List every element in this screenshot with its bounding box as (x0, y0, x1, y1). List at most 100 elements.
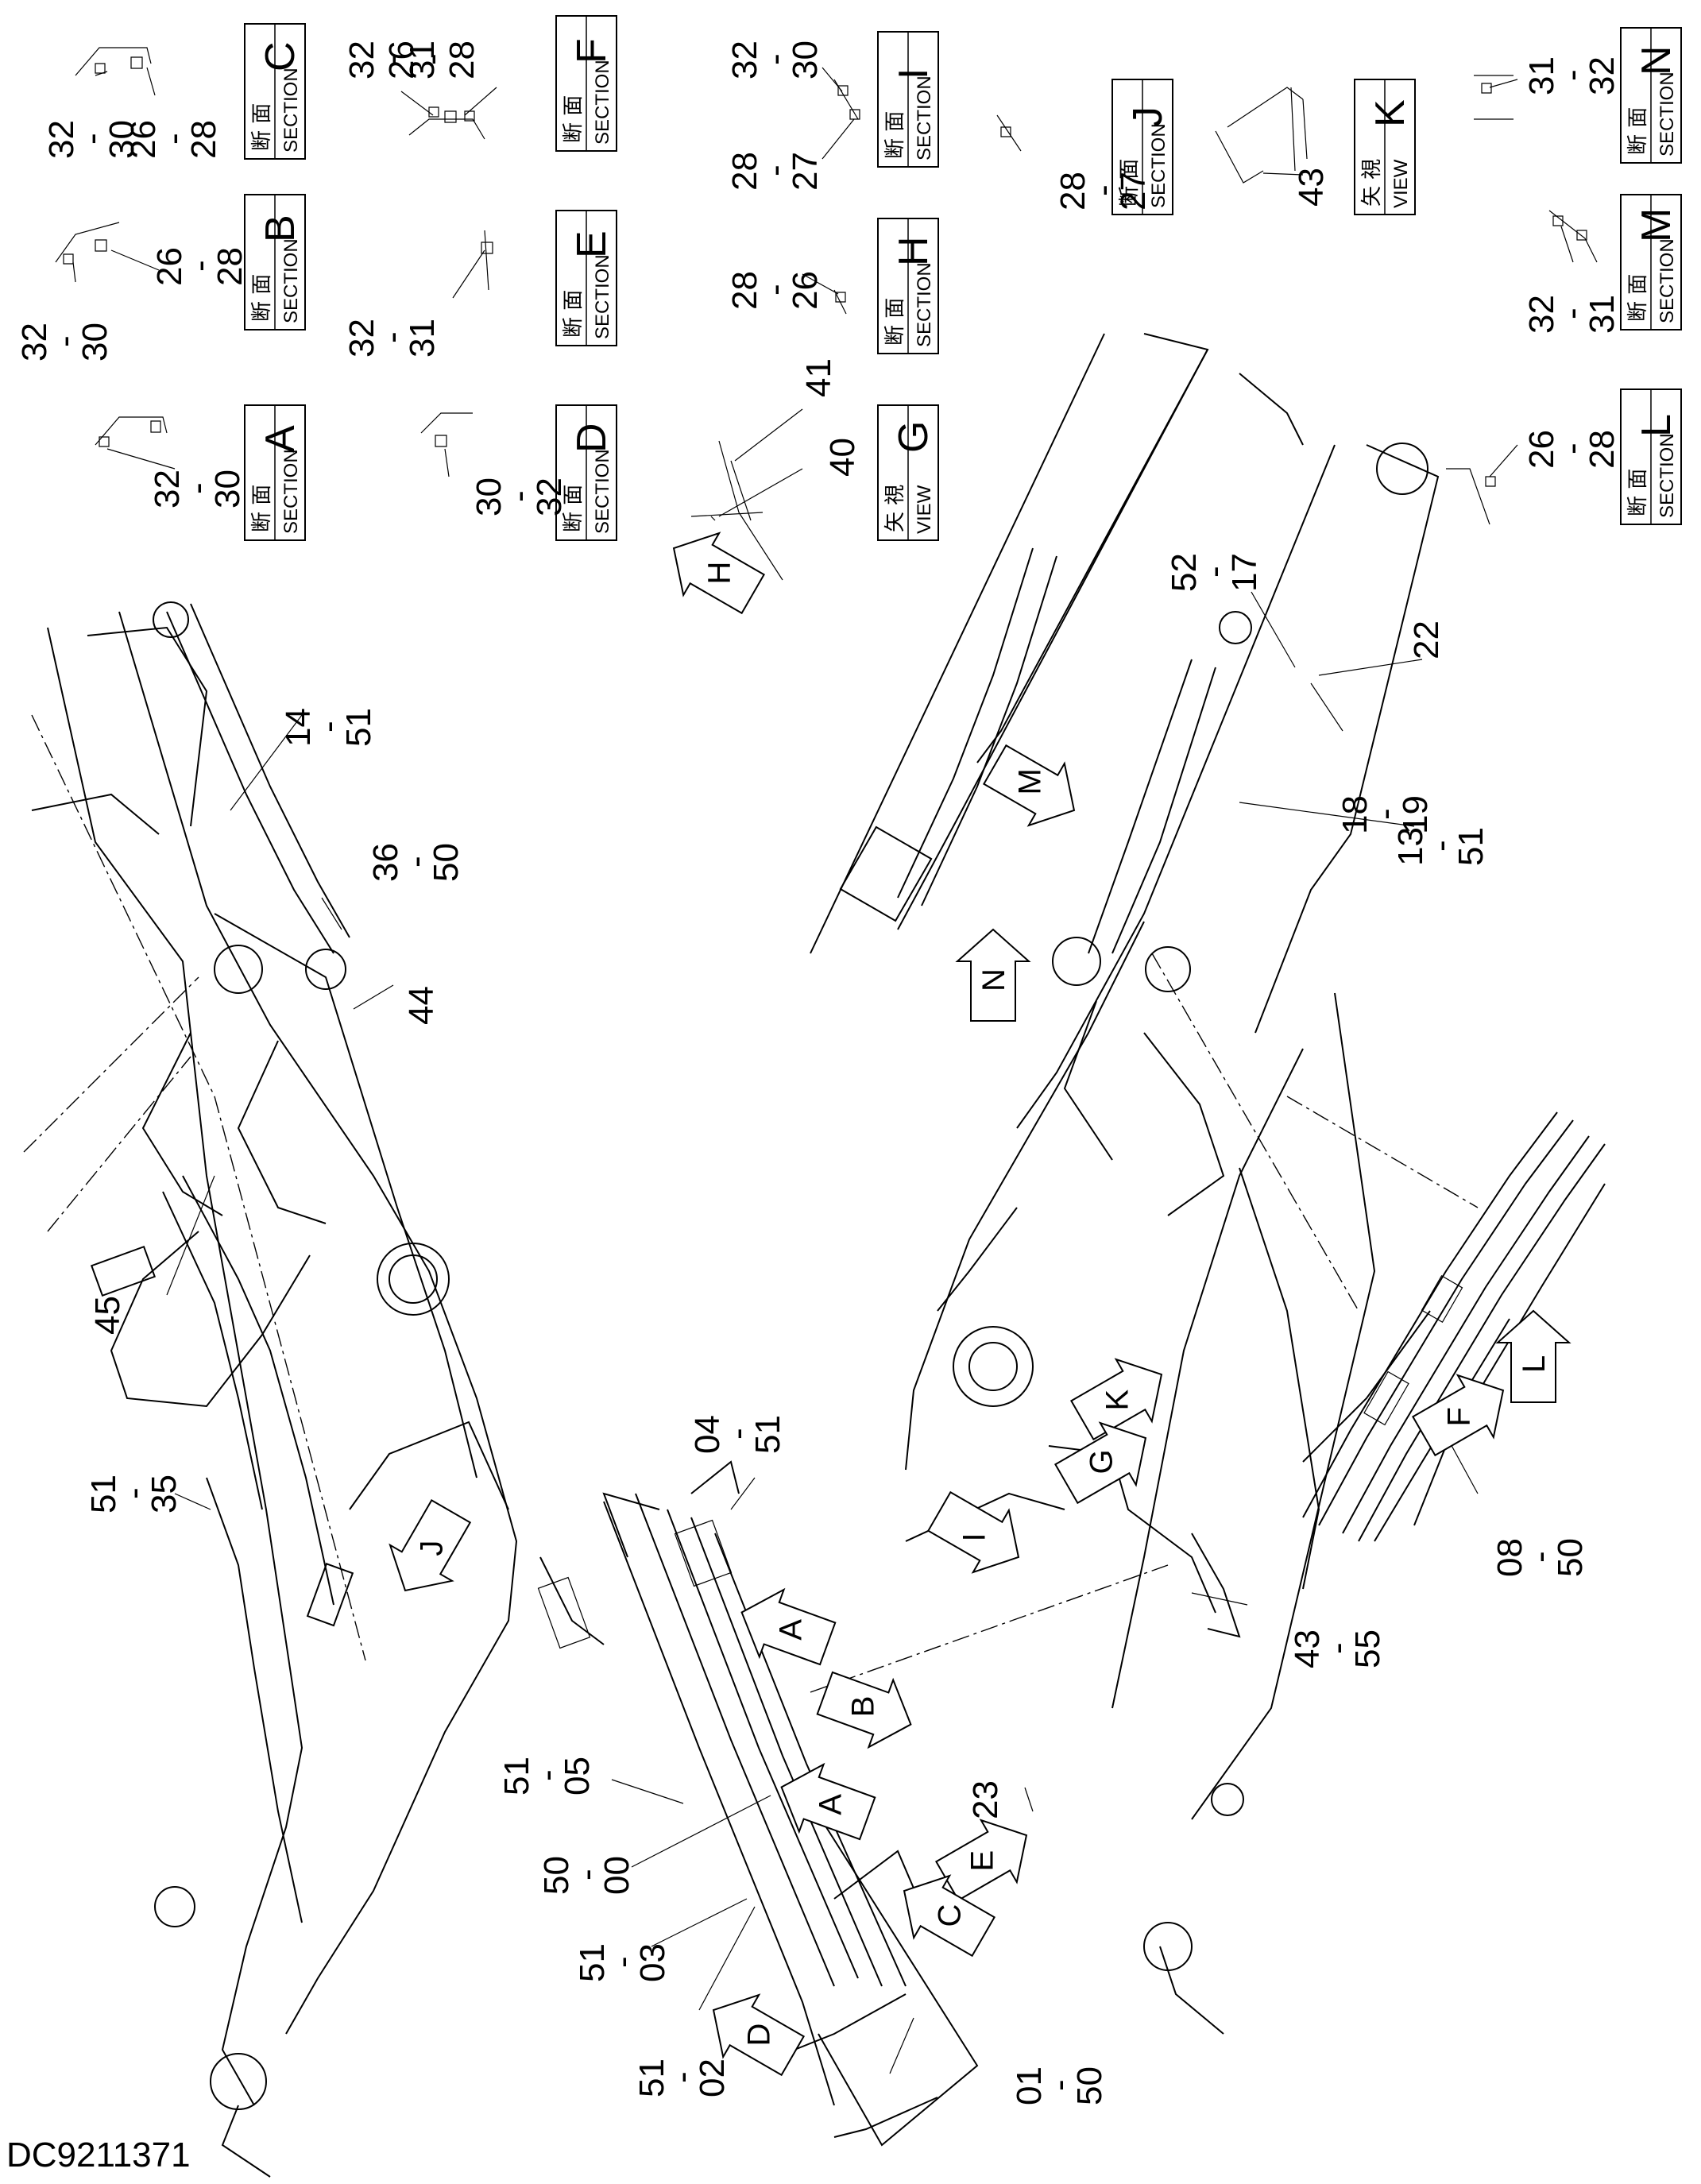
view-arrow-a: A (740, 1587, 837, 1666)
callout-bottom: 17 (1225, 553, 1264, 592)
box-letter: F (569, 38, 615, 64)
callout-dash: - (500, 490, 539, 502)
callout-dash: - (373, 331, 412, 343)
box-label-en: SECTION (1657, 433, 1678, 518)
box-letter: A (257, 425, 303, 453)
box-letter: C (257, 41, 303, 72)
view-arrow-j: J (389, 1499, 472, 1592)
callout-dash: - (1552, 443, 1591, 454)
callout-bottom: 32 (530, 477, 569, 516)
box-letter: D (569, 423, 615, 453)
callout-top: 51 (84, 1475, 123, 1513)
callout-top: 04 (688, 1415, 727, 1454)
callout-bottom: 27 (786, 152, 825, 191)
box-label-en: SECTION (1657, 72, 1678, 157)
box-label-en: SECTION (592, 449, 613, 534)
view-arrow-letter: A (774, 1619, 809, 1641)
view-arrow-k: K (1070, 1358, 1163, 1441)
callout-bottom: 31 (403, 319, 442, 358)
callout-dash: - (756, 284, 794, 296)
box-label-en: SECTION (1148, 123, 1169, 208)
part-callout: 26-28 (124, 120, 223, 159)
callout-top: 26 (150, 247, 189, 286)
callout-dash: - (663, 2071, 702, 2083)
callout-bottom: 05 (558, 1757, 597, 1796)
part-callout: 32-31 (1522, 295, 1622, 334)
view-arrow-letter: M (1013, 768, 1048, 794)
box-label-jp: 断 面 (1626, 107, 1650, 155)
view-arrow-h: H (672, 532, 765, 615)
box-letter: J (1125, 106, 1171, 127)
part-callout: 22 (1407, 620, 1446, 659)
box-label-jp: 断 面 (250, 274, 274, 322)
box-label-jp: 断 面 (1118, 159, 1142, 207)
view-arrow-letter: D (741, 2024, 776, 2047)
callout-dash: - (114, 1487, 153, 1499)
part-callout: 50-00 (537, 1856, 636, 1895)
callout-top: 50 (537, 1856, 576, 1895)
callout-dash: - (45, 335, 84, 347)
part-callout: 45 (88, 1296, 127, 1335)
callout-top: 01 (1010, 2066, 1049, 2105)
view-arrow-n: N (955, 928, 1031, 1022)
callout-dash: - (1421, 840, 1460, 852)
callout-bottom: 50 (1070, 2066, 1109, 2105)
part-callout: 41 (799, 358, 838, 397)
callout-bottom: 51 (1452, 827, 1490, 866)
callout-dash: - (756, 164, 794, 176)
callout-top: 41 (799, 358, 838, 397)
box-label-en: SECTION (592, 254, 613, 339)
callout-top: 28 (725, 152, 764, 191)
box-label-en: SECTION (1657, 238, 1678, 323)
callout-bottom: 28 (184, 120, 223, 159)
callout-dash: - (718, 1428, 757, 1440)
part-callout: 18-19 (1336, 795, 1435, 834)
callout-top: 26 (382, 41, 421, 79)
part-callout: 51-35 (84, 1475, 184, 1513)
part-callout: 28-27 (1053, 172, 1153, 211)
callout-top: 32 (725, 41, 764, 79)
box-label-en: VIEW (914, 485, 935, 534)
part-callout: 28-27 (725, 152, 825, 191)
view-arrow-m: M (983, 744, 1076, 827)
box-letter: L (1633, 414, 1680, 437)
view-arrow-letter: L (1517, 1355, 1552, 1373)
view-arrow-letter: E (965, 1850, 1000, 1872)
box-label-jp: 断 面 (250, 103, 274, 151)
callout-bottom: 03 (633, 1943, 672, 1982)
callout-bottom: 55 (1348, 1629, 1387, 1668)
center-pipe-bundle (537, 1460, 979, 2147)
callout-dash: - (309, 721, 348, 733)
callout-top: 13 (1391, 827, 1430, 866)
box-label-en: SECTION (280, 68, 302, 153)
callout-top: 51 (573, 1943, 612, 1982)
callout-dash: - (1084, 184, 1123, 196)
callout-top: 26 (1522, 430, 1561, 469)
pipe-detail-view (1302, 1111, 1606, 1542)
part-callout: 32-30 (42, 120, 141, 159)
callout-bottom: 00 (597, 1856, 636, 1895)
callout-top: 32 (148, 470, 187, 508)
callout-dash: - (180, 260, 219, 272)
view-arrow-letter: K (1100, 1390, 1135, 1411)
callout-top: 32 (1522, 295, 1561, 334)
part-callout: 36-50 (366, 843, 466, 882)
box-label-en: VIEW (1390, 159, 1412, 208)
part-callout: 32-31 (342, 41, 442, 79)
callout-dash: - (1318, 1642, 1357, 1654)
view-arrow-letter: C (932, 1904, 967, 1927)
callout-bottom: 51 (339, 708, 378, 747)
leader-lines (72, 67, 1574, 2074)
part-callout: 43-55 (1288, 1629, 1387, 1668)
box-label-jp: 断 面 (883, 111, 907, 159)
callout-bottom: 26 (786, 271, 825, 310)
callout-top: 36 (366, 843, 405, 882)
box-letter: H (891, 236, 937, 266)
callout-bottom: 51 (748, 1415, 787, 1454)
